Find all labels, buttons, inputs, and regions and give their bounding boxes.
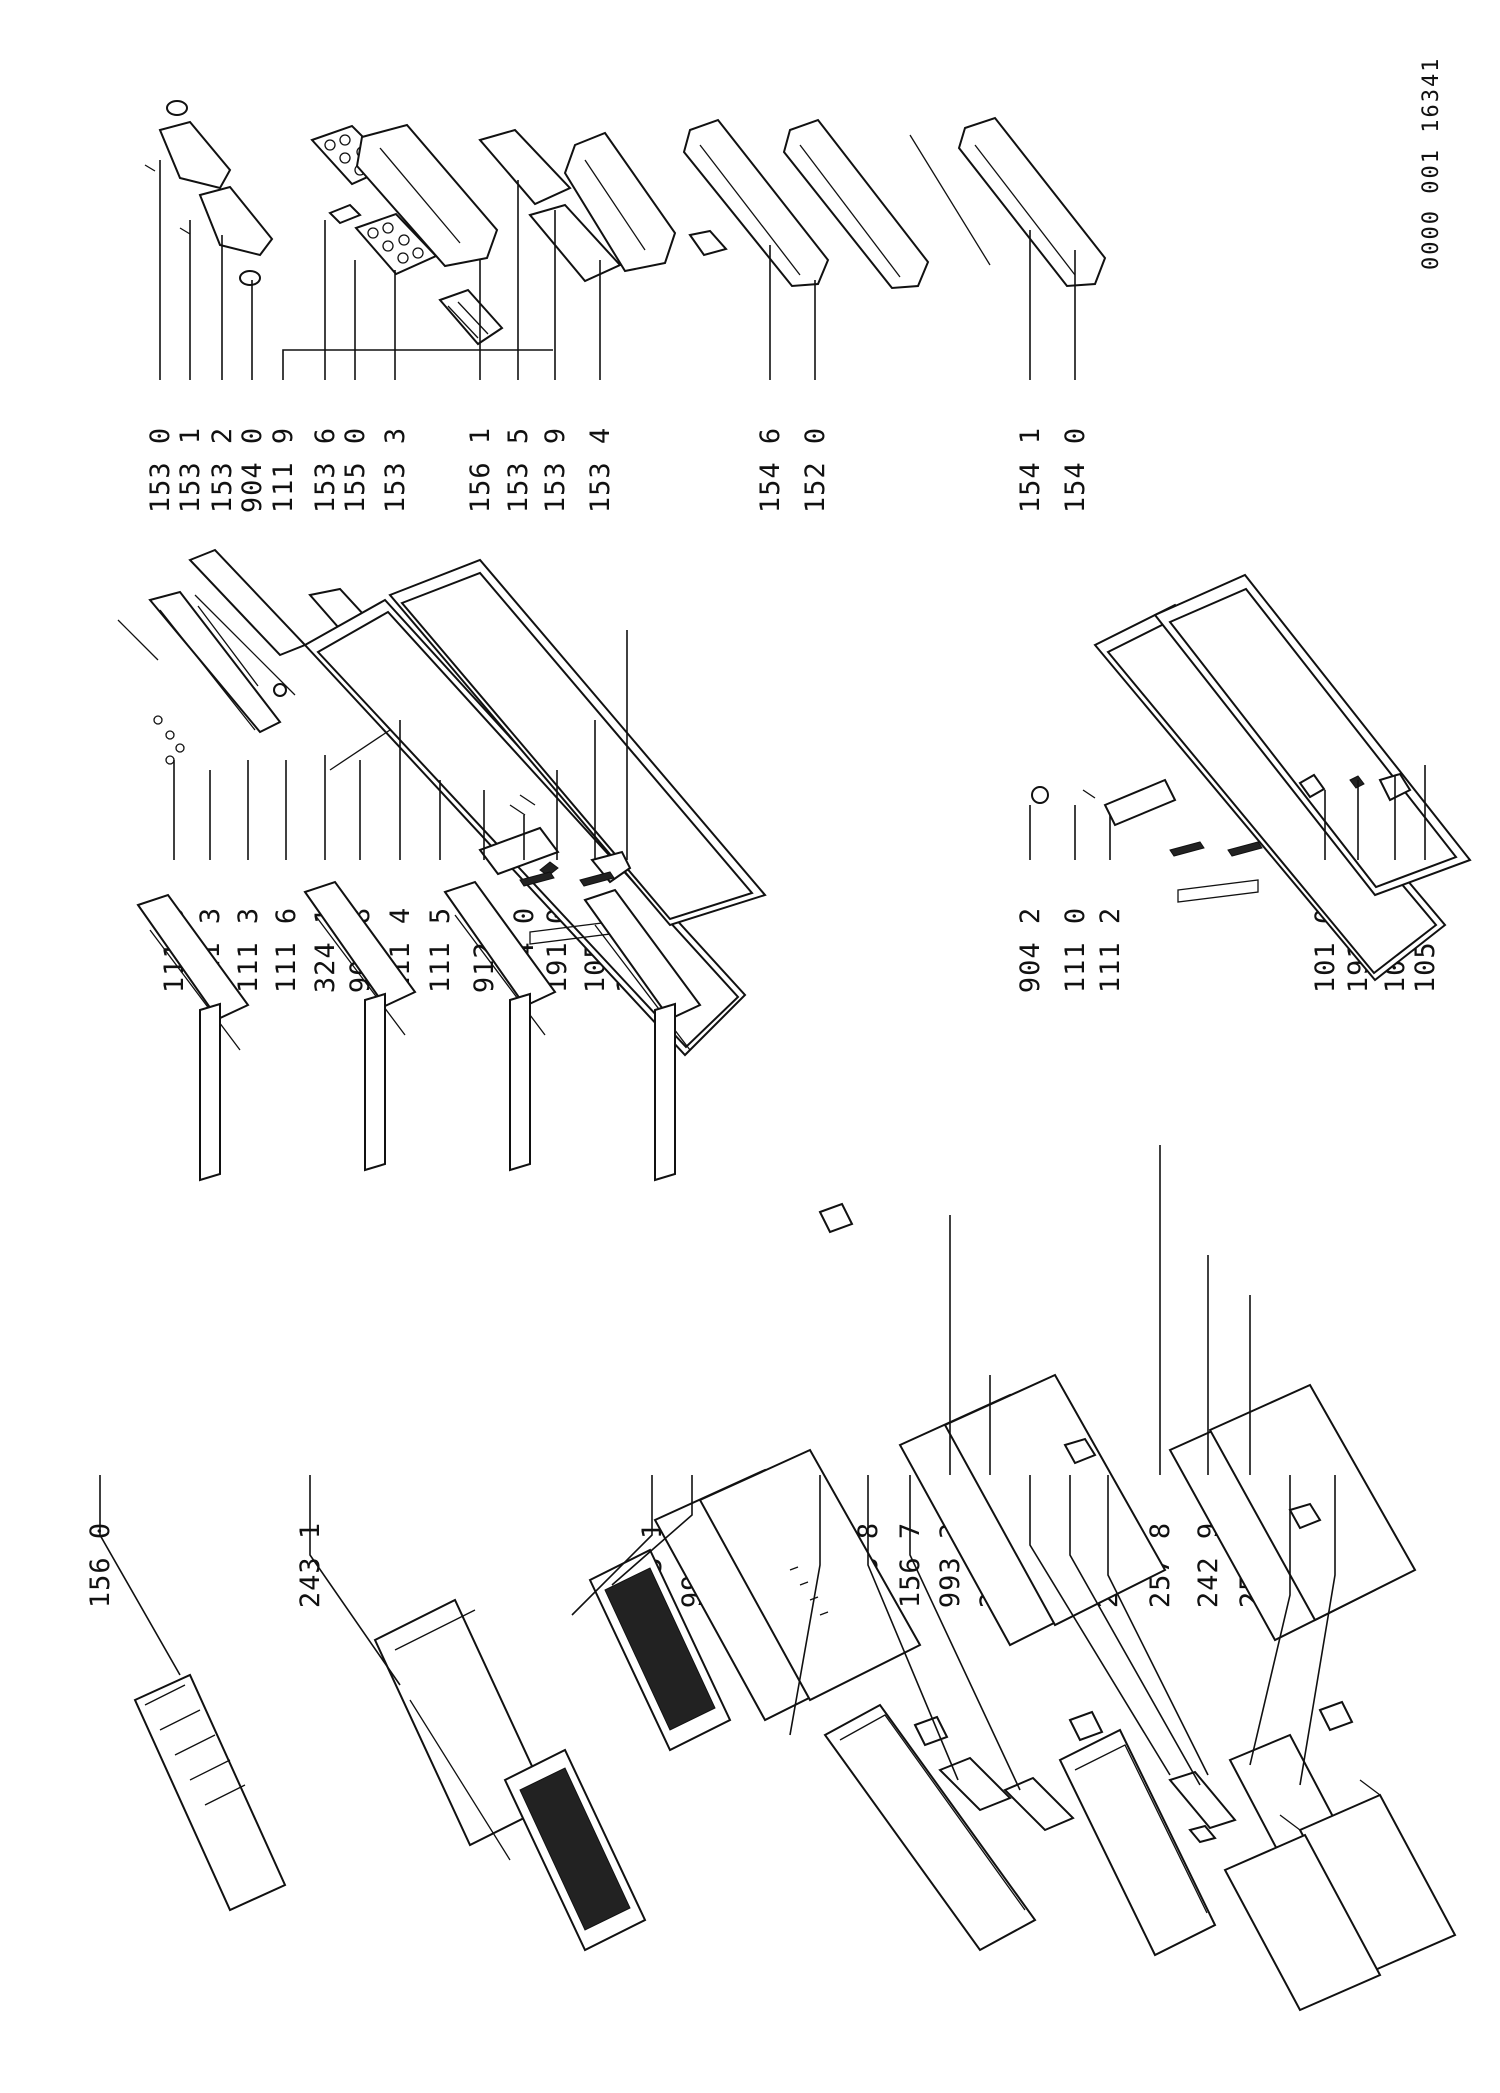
part-number-label: 154 6 xyxy=(755,427,786,513)
part-number-label: 154 0 xyxy=(1060,427,1091,513)
leader-lines xyxy=(99,160,1426,1791)
part-number-label: 153 9 xyxy=(540,427,571,513)
document-reference: 0000 001 16341 xyxy=(1419,57,1444,270)
glass-shelves-illustration xyxy=(136,880,702,1182)
part-number-label: 156 1 xyxy=(465,427,496,513)
part-number-label: 111 5 xyxy=(425,907,456,993)
part-number-label: 153 1 xyxy=(175,427,206,513)
crisper-and-cover-illustration xyxy=(823,1703,1457,2012)
part-number-label: 153 6 xyxy=(310,427,341,513)
part-number-label: 153 4 xyxy=(585,427,616,513)
freezer-drawers-illustration xyxy=(653,1202,1417,1747)
part-number-label: 153 0 xyxy=(145,427,176,513)
part-number-label: 155 0 xyxy=(340,427,371,513)
freezer-door-illustration xyxy=(1031,573,1472,982)
part-number-label: 153 5 xyxy=(503,427,534,513)
part-number-label: 154 1 xyxy=(1015,427,1046,513)
freezer-shelves-illustration xyxy=(133,1548,732,1952)
part-number-label: 153 3 xyxy=(380,427,411,513)
part-number-label: 904 2 xyxy=(1015,907,1046,993)
part-number-label: 111 6 xyxy=(271,907,302,993)
part-number-label: 904 0 xyxy=(237,427,268,513)
part-number-label: 111 3 xyxy=(233,907,264,993)
part-number-label: 111 0 xyxy=(1060,907,1091,993)
part-number-label: 111 2 xyxy=(1095,907,1126,993)
part-number-label: 152 0 xyxy=(800,427,831,513)
part-number-label: 111 9 xyxy=(268,427,299,513)
door-accessories-illustration xyxy=(144,100,1107,346)
part-number-label: 153 2 xyxy=(207,427,238,513)
